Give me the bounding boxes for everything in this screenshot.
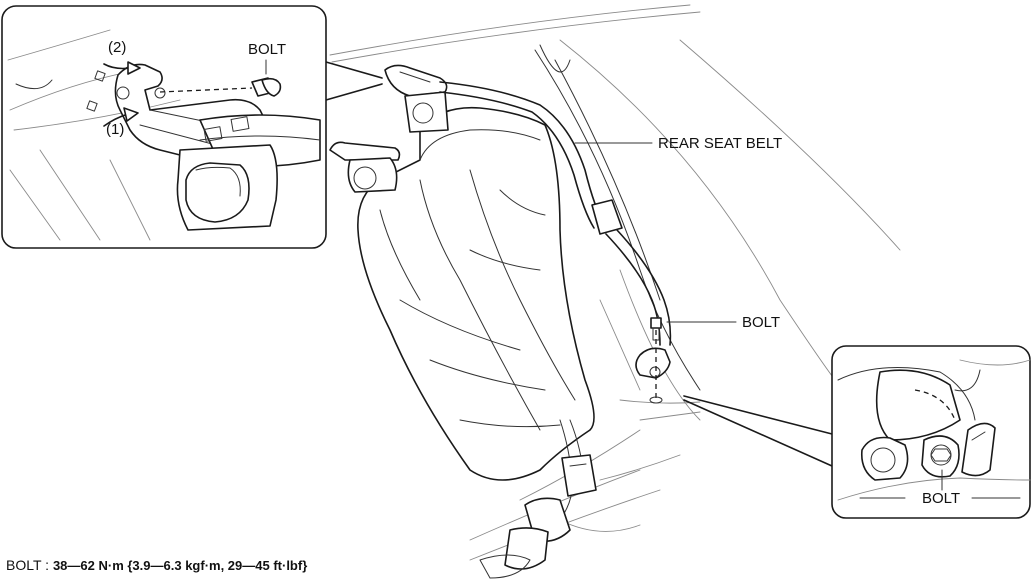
leader-lines — [265, 59, 1021, 499]
floor-lines — [469, 399, 701, 561]
car-body-outline — [329, 4, 901, 421]
left-headrest — [329, 141, 401, 193]
seat-belt-buckle — [479, 454, 597, 579]
seat-belt-webbing — [439, 81, 672, 521]
torque-separator: : — [41, 557, 53, 573]
bolt-label-lower-anchor: BOLT — [742, 314, 781, 331]
bolt-label-bottom-inset: BOLT — [922, 490, 961, 507]
step-1-label: (1) — [106, 121, 125, 138]
step-2-label: (2) — [108, 39, 127, 56]
lower-anchor — [635, 317, 671, 404]
bolt-label-top-inset: BOLT — [248, 41, 287, 58]
rear-seat-back — [357, 106, 595, 481]
top-left-inset — [1, 5, 383, 249]
bottom-right-inset — [683, 345, 1031, 519]
torque-part: BOLT — [6, 557, 42, 573]
torque-specification: BOLT : 38—62 N·m {3.9—6.3 kgf·m, 29—45 f… — [6, 557, 307, 573]
upper-anchor-retractor — [384, 64, 449, 133]
torque-value: 38—62 N·m {3.9—6.3 kgf·m, 29—45 ft·lbf} — [52, 558, 308, 573]
rear-seat-belt-label: REAR SEAT BELT — [658, 135, 783, 152]
